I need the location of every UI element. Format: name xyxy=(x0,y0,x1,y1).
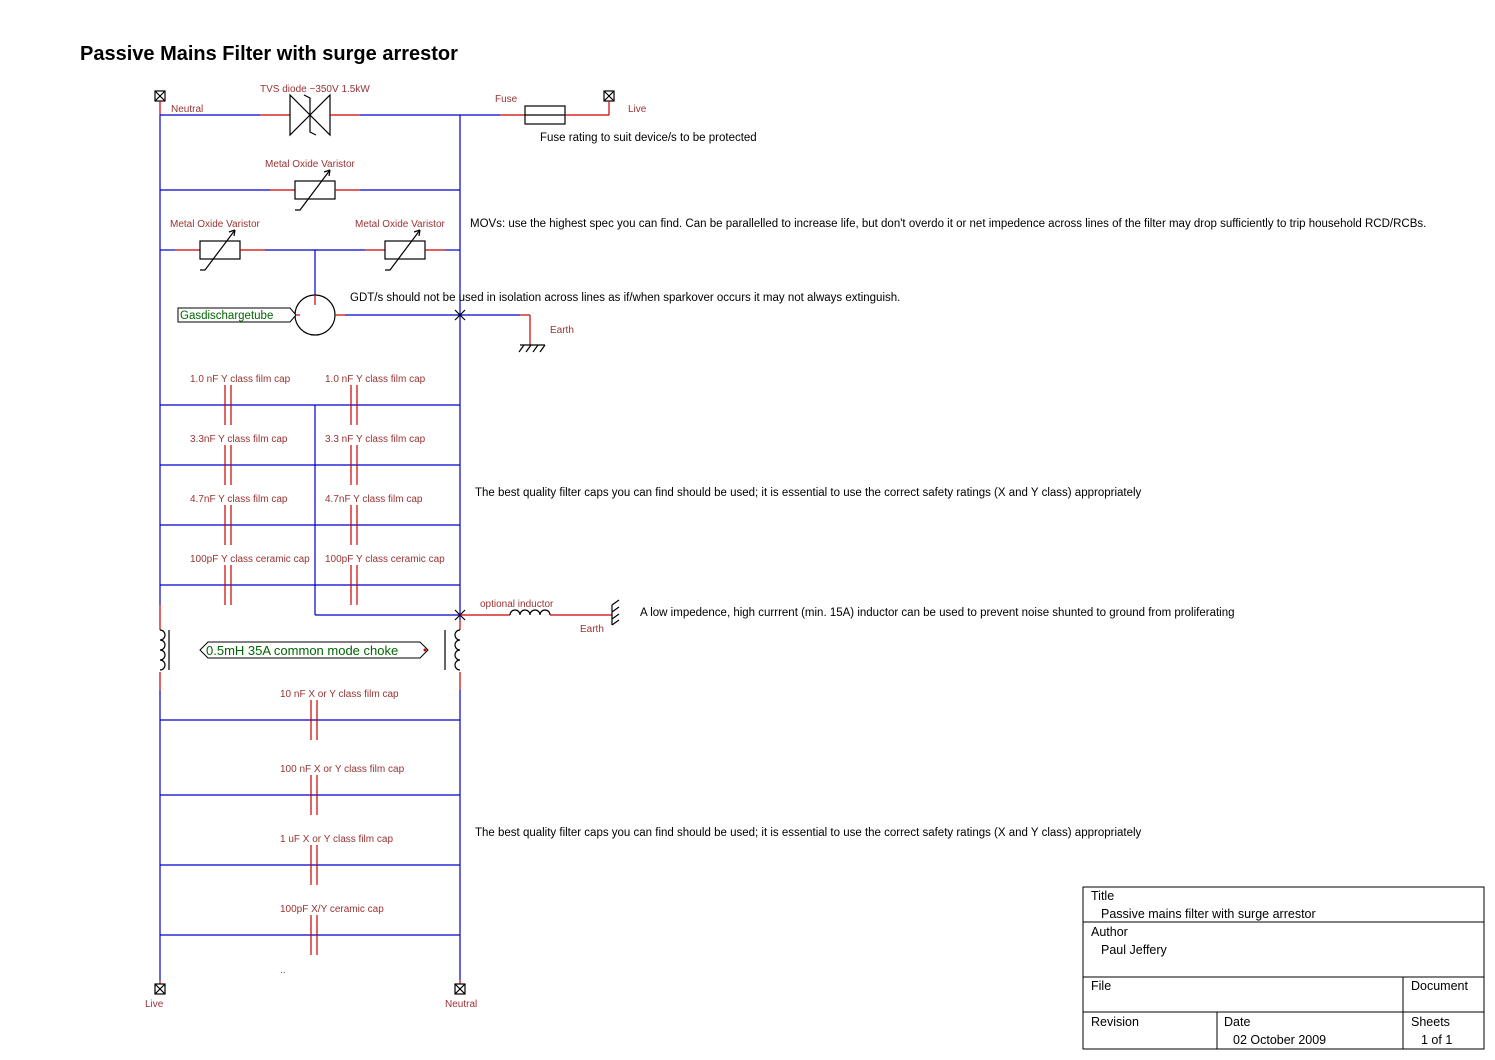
tb-title-label: Title xyxy=(1091,889,1114,903)
cap-y-1-left: 1.0 nF Y class film cap xyxy=(190,374,291,425)
cap-x-3: 1 uF X or Y class film cap xyxy=(280,834,393,885)
title-block: Title Passive mains filter with surge ar… xyxy=(1082,886,1485,1050)
cap-y-1-right: 1.0 nF Y class film cap xyxy=(325,374,426,425)
y-cap-rows xyxy=(160,404,460,586)
cap-x-2-label: 100 nF X or Y class film cap xyxy=(280,764,405,775)
tb-author-label: Author xyxy=(1091,925,1128,939)
earth-inductor-label: Earth xyxy=(580,624,604,635)
earth-gdt-label: Earth xyxy=(550,325,574,336)
cap-x-4-label: 100pF X/Y ceramic cap xyxy=(280,904,384,915)
cap-x-4: 100pF X/Y ceramic cap xyxy=(280,904,384,955)
mov-note: MOVs: use the highest spec you can find.… xyxy=(470,218,1426,230)
tb-revision-label: Revision xyxy=(1091,1015,1139,1029)
cap-y-2-right: 3.3 nF Y class film cap xyxy=(325,434,426,485)
diagram-title: Passive Mains Filter with surge arrestor xyxy=(80,43,458,65)
tb-file-label: File xyxy=(1091,979,1111,993)
choke-tag-label: 0.5mH 35A common mode choke xyxy=(206,643,398,658)
mov-right: Metal Oxide Varistor xyxy=(355,219,460,271)
port-live-top: Live xyxy=(603,90,647,115)
cap-y-3-left: 4.7nF Y class film cap xyxy=(190,494,288,545)
port-live-bottom: Live xyxy=(145,980,166,1010)
cap-y-1-left-label: 1.0 nF Y class film cap xyxy=(190,374,291,385)
tb-sheets-label: Sheets xyxy=(1411,1015,1450,1029)
mov-right-label: Metal Oxide Varistor xyxy=(355,219,446,230)
tb-sheets-value: 1 of 1 xyxy=(1421,1033,1452,1047)
tb-document-label: Document xyxy=(1411,979,1468,993)
mov-top: Metal Oxide Varistor xyxy=(160,159,460,211)
inductor-note: A low impedence, high currrent (min. 15A… xyxy=(640,607,1235,619)
port-live-top-label: Live xyxy=(628,104,647,115)
tb-date-value: 02 October 2009 xyxy=(1233,1033,1326,1047)
cap-y-4-right-label: 100pF Y class ceramic cap xyxy=(325,554,445,565)
earth-inductor: Earth xyxy=(580,599,620,635)
cap-y-2-left: 3.3nF Y class film cap xyxy=(190,434,288,485)
cap-y-2-right-label: 3.3 nF Y class film cap xyxy=(325,434,426,445)
cap-x-1-label: 10 nF X or Y class film cap xyxy=(280,689,399,700)
cap-x-1: 10 nF X or Y class film cap xyxy=(280,689,399,740)
cap-x-3-label: 1 uF X or Y class film cap xyxy=(280,834,393,845)
port-neutral-bottom-label: Neutral xyxy=(445,999,477,1010)
caps-note-2: The best quality filter caps you can fin… xyxy=(475,827,1142,839)
caps-note-1: The best quality filter caps you can fin… xyxy=(475,487,1142,499)
tb-title-value: Passive mains filter with surge arrestor xyxy=(1101,907,1316,921)
mov-top-label: Metal Oxide Varistor xyxy=(265,159,356,170)
cap-x-2: 100 nF X or Y class film cap xyxy=(280,764,405,815)
cap-y-1-right-label: 1.0 nF Y class film cap xyxy=(325,374,426,385)
fuse-note: Fuse rating to suit device/s to be prote… xyxy=(540,132,757,144)
gdt-note: GDT/s should not be used in isolation ac… xyxy=(350,292,900,304)
optional-inductor-label: optional inductor xyxy=(480,599,554,610)
tb-author-value: Paul Jeffery xyxy=(1101,943,1168,957)
cap-y-4-left-label: 100pF Y class ceramic cap xyxy=(190,554,310,565)
fuse: Fuse xyxy=(460,94,609,125)
cap-y-3-right: 4.7nF Y class film cap xyxy=(325,494,423,545)
earth-gdt: Earth xyxy=(518,315,574,353)
fuse-label: Fuse xyxy=(495,94,518,105)
port-live-bottom-label: Live xyxy=(145,999,164,1010)
mov-left: Metal Oxide Varistor xyxy=(160,219,365,271)
port-neutral-top-label: Neutral xyxy=(171,104,203,115)
rails xyxy=(159,115,461,980)
port-neutral-bottom: Neutral xyxy=(445,980,477,1010)
optional-inductor: optional inductor xyxy=(454,599,612,621)
cap-y-4-right: 100pF Y class ceramic cap xyxy=(325,554,445,605)
tb-date-label: Date xyxy=(1224,1015,1250,1029)
cap-y-4-left: 100pF Y class ceramic cap xyxy=(190,554,310,605)
gdt-tag-label: Gasdischargetube xyxy=(180,310,273,322)
mov-left-label: Metal Oxide Varistor xyxy=(170,219,261,230)
common-mode-choke xyxy=(159,629,461,671)
gdt-tag: Gasdischargetube xyxy=(177,307,300,323)
tvs-diode-label: TVS diode ~350V 1.5kW xyxy=(260,84,370,95)
tvs-diode: TVS diode ~350V 1.5kW xyxy=(160,84,460,137)
port-neutral-top: Neutral xyxy=(154,90,203,115)
x-cap-rows xyxy=(160,719,460,936)
cap-y-3-left-label: 4.7nF Y class film cap xyxy=(190,494,288,505)
cap-y-2-left-label: 3.3nF Y class film cap xyxy=(190,434,288,445)
choke-tag: 0.5mH 35A common mode choke xyxy=(199,641,429,659)
ellipsis-label: .. xyxy=(280,965,286,976)
cap-y-3-right-label: 4.7nF Y class film cap xyxy=(325,494,423,505)
